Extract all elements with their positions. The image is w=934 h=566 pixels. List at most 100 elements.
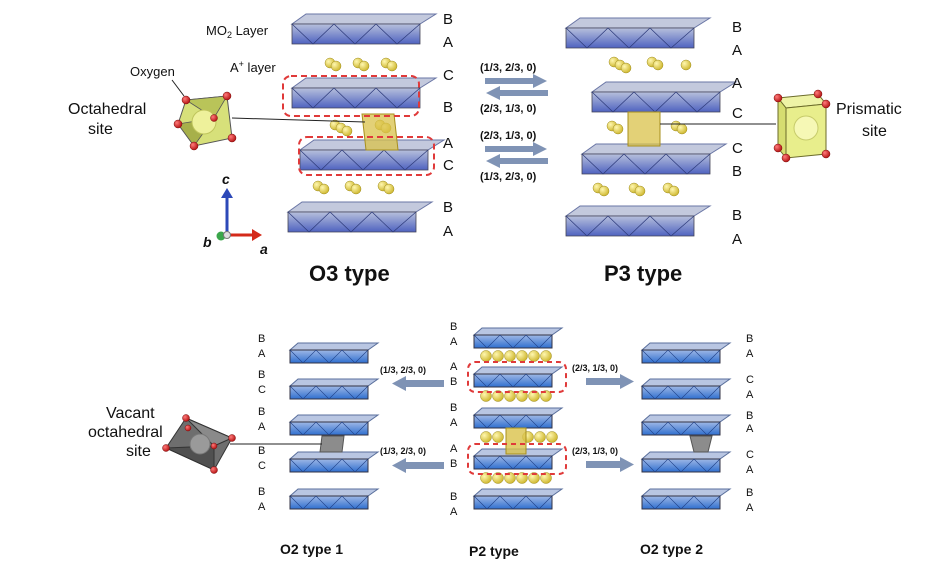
a-layer-label: A+ layer: [230, 59, 276, 75]
svg-text:B: B: [258, 333, 265, 345]
p3-slab-3: [580, 143, 728, 175]
o3-structure: [231, 13, 446, 233]
svg-text:B: B: [258, 406, 265, 418]
svg-text:(2/3, 1/3, 0): (2/3, 1/3, 0): [480, 103, 537, 115]
o2t1-vacant-site-highlight: [319, 435, 345, 453]
o2t2-slab-3: [640, 414, 732, 436]
o3-site-highlight: [361, 113, 399, 151]
svg-text:C: C: [732, 140, 743, 157]
svg-text:C: C: [746, 374, 754, 386]
vacant-octahedron-icon: [162, 414, 236, 474]
axis-b-label: b: [203, 234, 212, 250]
svg-text:B: B: [450, 491, 457, 503]
svg-text:A: A: [258, 421, 266, 433]
svg-text:A: A: [443, 135, 453, 152]
o2-type2-title: O2 type 2: [640, 541, 703, 557]
prismatic-site-label: Prismatic: [836, 101, 902, 118]
svg-text:A: A: [746, 348, 754, 360]
o2t2-slab-2: [640, 378, 732, 400]
p3-slab-1: [564, 17, 712, 49]
o2-type1-title: O2 type 1: [280, 541, 343, 557]
svg-text:A: A: [443, 34, 453, 51]
svg-text:B: B: [746, 487, 753, 499]
svg-text:A: A: [443, 223, 453, 240]
axis-a-label: a: [260, 241, 268, 257]
svg-text:(1/3, 2/3, 0): (1/3, 2/3, 0): [480, 171, 537, 183]
o2t1-stacking-labels: B A B C B A B C B A: [258, 333, 266, 513]
vacant-site-label-3: site: [126, 443, 151, 460]
svg-text:A: A: [450, 361, 458, 373]
mo2-layer-label: MO2 Layer: [206, 23, 269, 40]
svg-text:B: B: [443, 99, 453, 116]
axis-c-label: c: [222, 171, 230, 187]
svg-text:B: B: [443, 11, 453, 28]
svg-text:A: A: [746, 502, 754, 514]
svg-text:B: B: [450, 458, 457, 470]
svg-text:A: A: [450, 506, 458, 518]
svg-text:B: B: [732, 19, 742, 36]
svg-text:(1/3, 2/3, 0): (1/3, 2/3, 0): [380, 365, 426, 375]
p2-slab-2: [472, 366, 564, 388]
p2-title: P2 type: [469, 543, 519, 559]
o3-ions-3: [312, 180, 395, 195]
o2t1-slab-3: [288, 414, 380, 436]
p2-slab-3: [472, 407, 564, 429]
svg-text:C: C: [732, 105, 743, 122]
p2-slab-1: [472, 327, 564, 349]
p3-site-highlight: [627, 111, 661, 147]
p3-slab-2: [590, 81, 738, 113]
p3-structure: [564, 17, 776, 237]
svg-text:B: B: [450, 321, 457, 333]
svg-text:B: B: [732, 207, 742, 224]
svg-text:A: A: [450, 443, 458, 455]
svg-text:A: A: [732, 75, 742, 92]
p2-dashed-box-1: [467, 361, 567, 393]
svg-text:A: A: [746, 423, 754, 435]
prismatic-site-label-2: site: [862, 123, 887, 140]
o3-slab-4: [286, 201, 434, 233]
svg-text:A: A: [258, 501, 266, 513]
svg-text:C: C: [746, 449, 754, 461]
svg-text:B: B: [450, 402, 457, 414]
o2t1-slab-5: [288, 488, 380, 510]
svg-text:B: B: [258, 486, 265, 498]
svg-text:(2/3, 1/3, 0): (2/3, 1/3, 0): [572, 363, 618, 373]
o2t2-vacant-site-highlight: [689, 435, 713, 453]
bottom-left-arrows: (1/3, 2/3, 0) (1/3, 2/3, 0): [380, 365, 444, 473]
o2-type2-structure: [640, 342, 732, 510]
o2t2-slab-5: [640, 488, 732, 510]
p3-ions-3: [592, 182, 680, 197]
svg-text:B: B: [746, 410, 753, 422]
o2t2-slab-1: [640, 342, 732, 364]
svg-text:C: C: [443, 157, 454, 174]
svg-text:A: A: [732, 42, 742, 59]
o3-slab-1: [290, 13, 438, 45]
vacant-site-label-1: Vacant: [106, 405, 155, 422]
o2t2-stacking-labels: B A C A B A C A B A: [746, 333, 754, 514]
o3-slab-2: [290, 77, 438, 109]
p2-dashed-box-2: [467, 443, 567, 475]
oxygen-label: Oxygen: [130, 64, 175, 79]
o3-site-pointer: [231, 117, 366, 123]
prism-icon: [773, 89, 831, 163]
octahedron-icon: [173, 91, 237, 151]
svg-text:(1/3, 2/3, 0): (1/3, 2/3, 0): [480, 62, 537, 74]
svg-text:(1/3, 2/3, 0): (1/3, 2/3, 0): [380, 446, 426, 456]
svg-text:C: C: [443, 67, 454, 84]
p3-slab-4: [564, 205, 712, 237]
svg-text:A: A: [746, 464, 754, 476]
svg-text:C: C: [258, 384, 266, 396]
p3-ions-1: [608, 56, 692, 74]
o3-title: O3 type: [309, 261, 390, 286]
top-transition-arrows: (1/3, 2/3, 0) (2/3, 1/3, 0) (2/3, 1/3, 0…: [480, 62, 548, 183]
p2-slab-5: [472, 488, 564, 510]
bottom-right-arrows: (2/3, 1/3, 0) (2/3, 1/3, 0): [572, 363, 634, 472]
o2-type1-structure: [230, 342, 380, 510]
svg-text:A: A: [732, 231, 742, 248]
svg-text:B: B: [258, 369, 265, 381]
p2-structure: [467, 327, 567, 510]
o2t1-slab-4: [288, 451, 380, 473]
svg-text:B: B: [746, 333, 753, 345]
o3-ions-1: [324, 57, 398, 72]
